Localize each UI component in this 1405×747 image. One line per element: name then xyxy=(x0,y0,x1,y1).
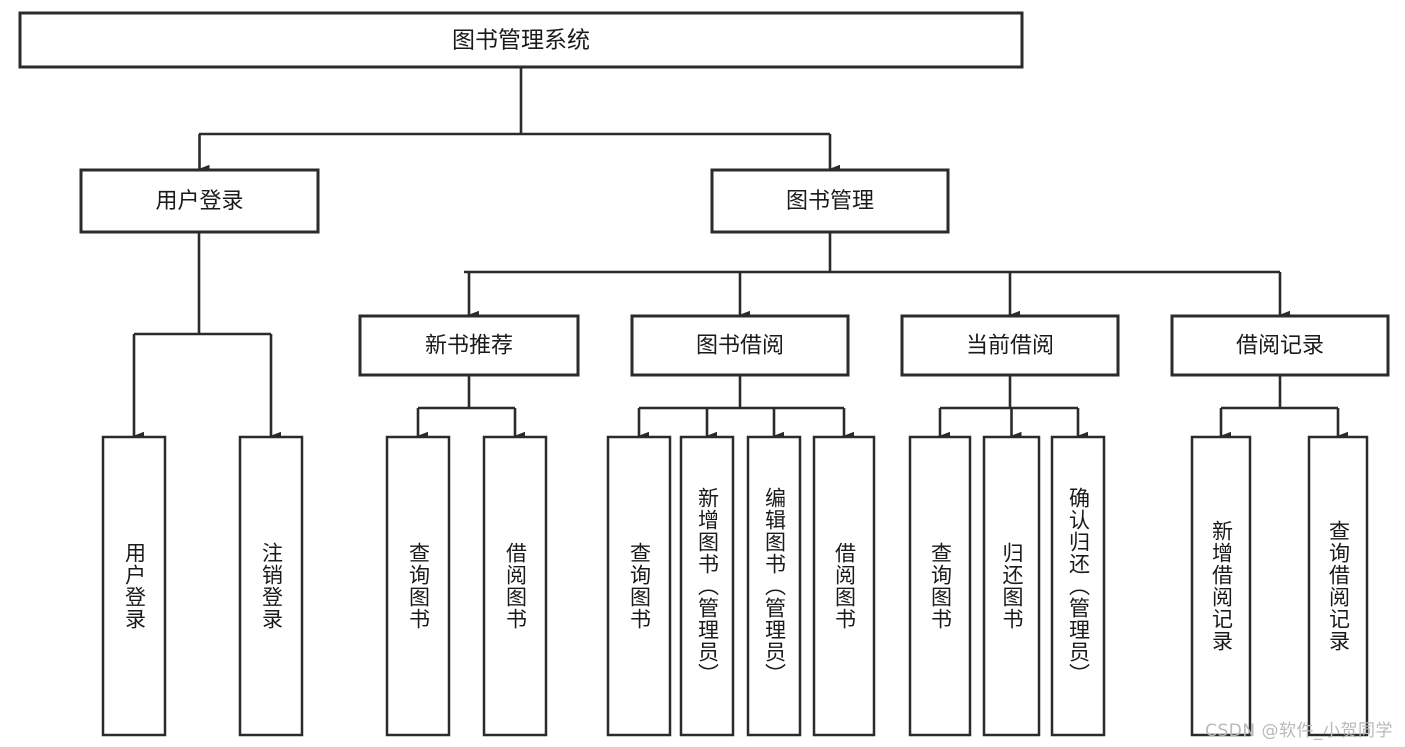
connectors-layer xyxy=(132,67,1348,441)
node-box-leaf-logout[interactable] xyxy=(238,435,304,737)
node-box-leaf-query-book-3[interactable] xyxy=(908,435,972,737)
connector-bus-user-login xyxy=(134,232,271,336)
node-label-book-borrow: 图书借阅 xyxy=(696,334,784,359)
connector-bus-new-book xyxy=(418,375,515,410)
node-box-leaf-return-book[interactable] xyxy=(982,435,1041,737)
connector-bus-book-mgmt xyxy=(464,232,1280,274)
connector-bus-root xyxy=(199,67,830,136)
node-label-new-book-rec: 新书推荐 xyxy=(425,334,513,359)
node-box-leaf-user-login[interactable] xyxy=(101,435,167,737)
node-box-user-login[interactable] xyxy=(79,168,320,234)
node-box-current-borrow[interactable] xyxy=(900,314,1120,377)
node-box-new-book-rec[interactable] xyxy=(358,314,580,377)
node-box-book-borrow[interactable] xyxy=(630,314,850,377)
node-box-root[interactable] xyxy=(18,11,1024,69)
node-box-leaf-borrow-book-1[interactable] xyxy=(482,435,548,737)
connector-bus-borrow-record xyxy=(1221,375,1338,410)
node-box-leaf-query-book-2[interactable] xyxy=(606,435,672,737)
node-label-book-mgmt: 图书管理 xyxy=(786,189,874,214)
node-label-borrow-record: 借阅记录 xyxy=(1236,334,1324,359)
node-label-root: 图书管理系统 xyxy=(452,28,590,54)
node-box-leaf-confirm-return[interactable] xyxy=(1050,435,1106,737)
node-label-current-borrow: 当前借阅 xyxy=(966,334,1054,359)
node-label-user-login: 用户登录 xyxy=(155,189,243,214)
node-box-leaf-query-record[interactable] xyxy=(1307,435,1369,737)
node-box-leaf-add-book[interactable] xyxy=(679,435,735,737)
node-box-leaf-add-record[interactable] xyxy=(1190,435,1252,737)
connector-bus-book-borrow xyxy=(639,375,844,410)
node-box-leaf-edit-book[interactable] xyxy=(746,435,802,737)
watermark-text: CSDN @软件_小贺同学 xyxy=(1205,721,1393,741)
node-box-borrow-record[interactable] xyxy=(1170,314,1390,377)
node-box-book-mgmt[interactable] xyxy=(710,168,950,234)
node-box-leaf-query-book-1[interactable] xyxy=(385,435,451,737)
node-box-leaf-borrow-book-2[interactable] xyxy=(812,435,876,737)
boxes-layer xyxy=(18,11,1390,737)
connector-bus-current-borrow xyxy=(940,375,1078,410)
